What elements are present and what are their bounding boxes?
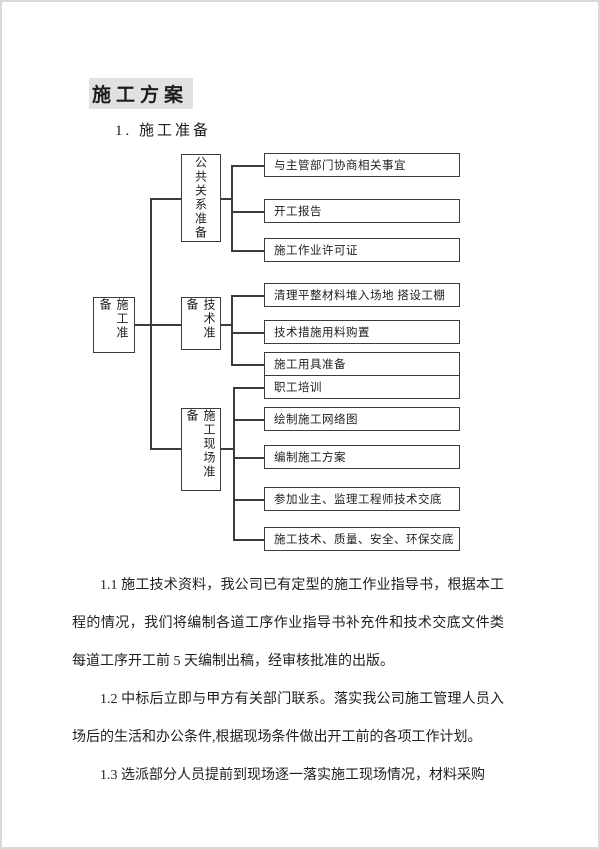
connector-line xyxy=(231,165,233,251)
connector-line xyxy=(135,324,181,326)
box-work-permit: 施工作业许可证 xyxy=(264,238,460,262)
connector-line xyxy=(231,165,264,167)
paragraph-1-3: 1.3 选派部分人员提前到现场逐一落实施工现场情况，材料采购 xyxy=(100,768,485,783)
connector-line xyxy=(150,198,152,449)
doc-title: 施工方案 xyxy=(89,78,194,109)
box-network-diagram: 绘制施工网络图 xyxy=(264,407,460,431)
connector-line xyxy=(150,198,181,200)
connector-line xyxy=(233,387,235,540)
box-commencement-report: 开工报告 xyxy=(264,199,460,223)
connector-line xyxy=(231,295,233,365)
branch-technical-prep: 技术准备 xyxy=(181,297,221,350)
branch-public-relations: 公共关系准备 xyxy=(181,154,221,242)
paragraph-1-2: 1.2 中标后立即与甲方有关部门联系。落实我公司施工管理人员入场后的生活和办公条… xyxy=(72,692,504,745)
box-tech-quality-safety-briefing: 施工技术、质量、安全、环保交底 xyxy=(264,527,460,551)
connector-line xyxy=(221,324,231,326)
box-owner-supervisor-briefing: 参加业主、监理工程师技术交底 xyxy=(264,487,460,511)
box-technical-materials: 技术措施用料购置 xyxy=(264,320,460,344)
connector-line xyxy=(231,295,264,297)
connector-line xyxy=(231,364,264,366)
box-site-clearing: 清理平整材料堆入场地 搭设工棚 xyxy=(264,283,460,307)
connector-line xyxy=(150,448,181,450)
box-construction-plan: 编制施工方案 xyxy=(264,445,460,469)
connector-line xyxy=(231,250,264,252)
paragraph-1-1: 1.1 施工技术资料，我公司已有定型的施工作业指导书，根据本工程的情况，我们将编… xyxy=(72,578,504,669)
branch-site-prep: 施工现场准备 xyxy=(181,408,221,491)
section-heading: 1. 施工准备 xyxy=(115,123,212,139)
connector-line xyxy=(231,211,264,213)
connector-line xyxy=(233,539,264,541)
box-consult-dept: 与主管部门协商相关事宜 xyxy=(264,153,460,177)
connector-line xyxy=(233,419,264,421)
root-construction-prep: 施工准备 xyxy=(93,297,135,353)
body-text: 1.1 施工技术资料，我公司已有定型的施工作业指导书，根据本工程的情况，我们将编… xyxy=(72,567,504,795)
box-staff-training: 职工培训 xyxy=(264,375,460,399)
connector-line xyxy=(233,499,264,501)
connector-line xyxy=(221,198,231,200)
connector-line xyxy=(221,448,233,450)
connector-line xyxy=(231,332,264,334)
connector-line xyxy=(233,457,264,459)
connector-line xyxy=(233,387,264,389)
box-construction-tools: 施工用具准备 xyxy=(264,352,460,376)
